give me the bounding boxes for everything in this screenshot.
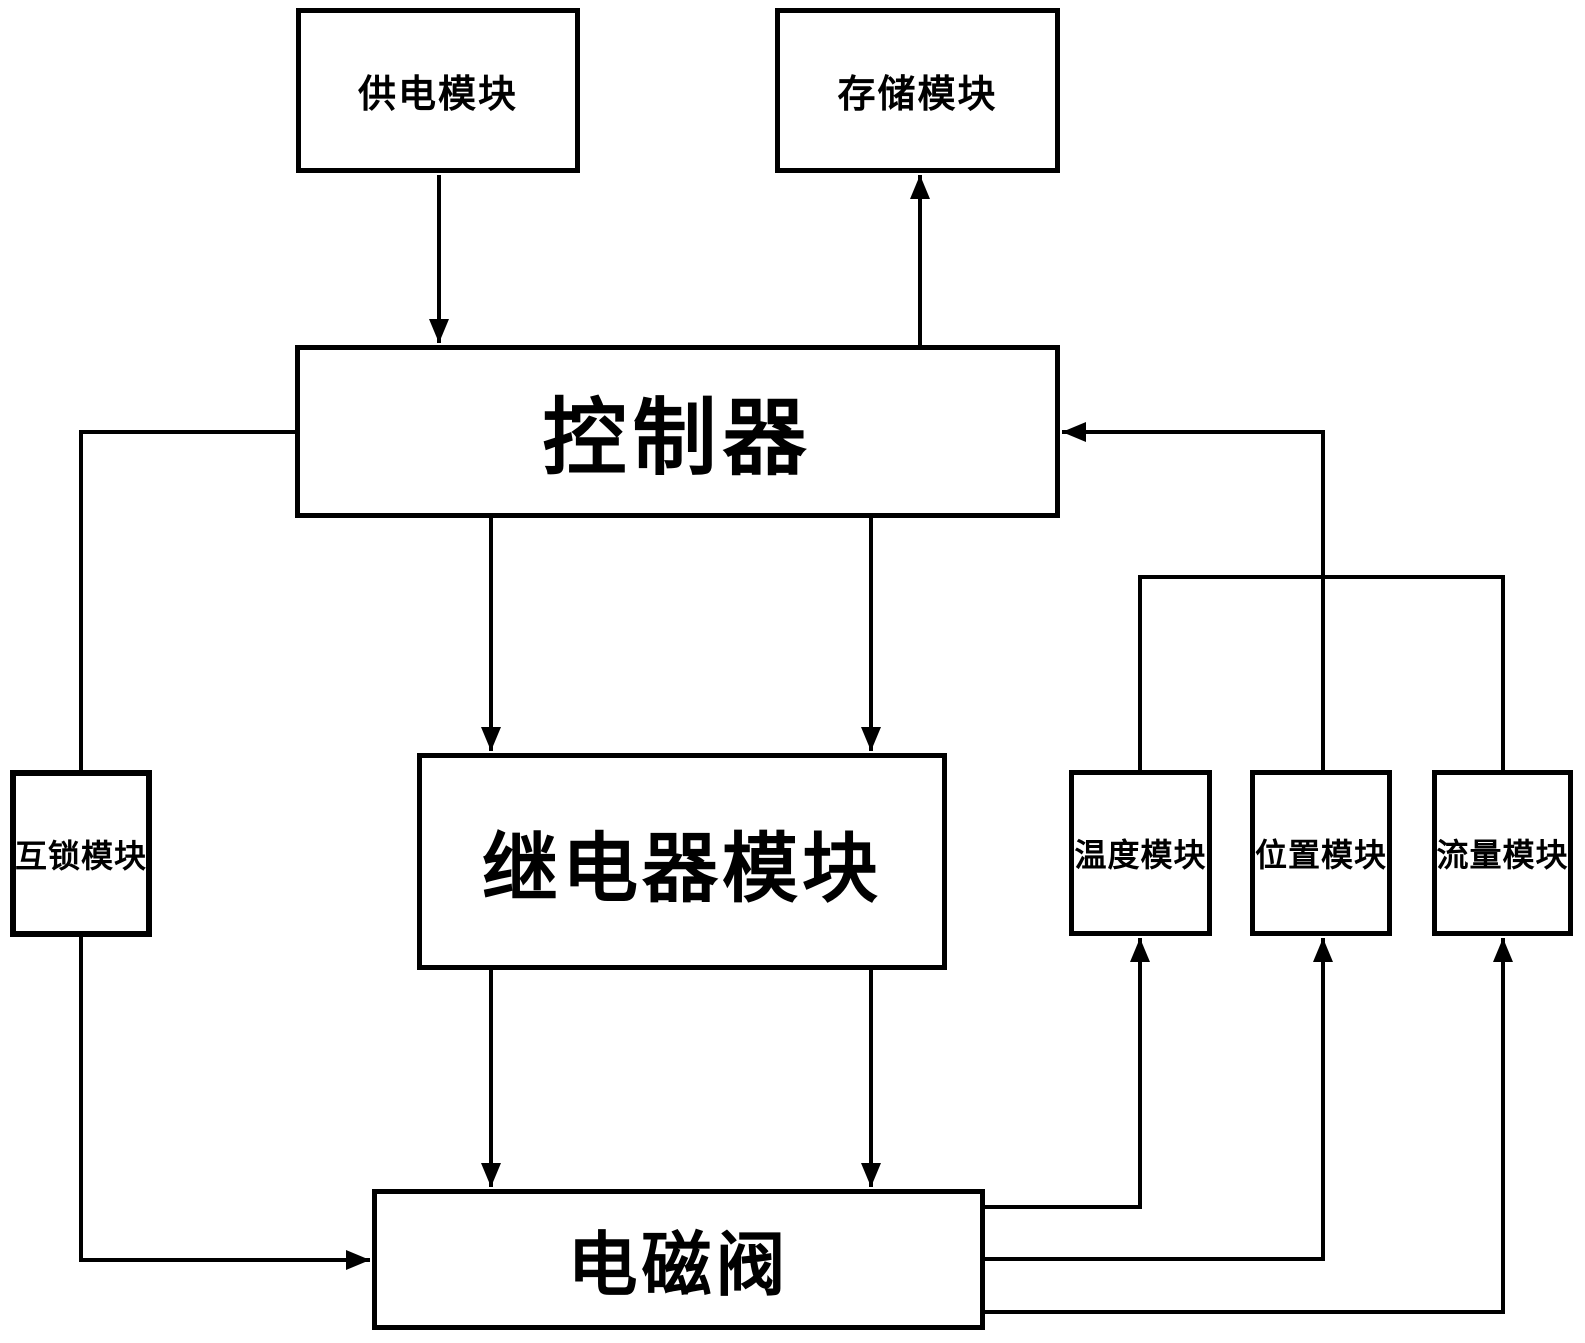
node-interlock-label: 互锁模块 [15, 836, 148, 875]
node-flow: 流量模块 [1432, 770, 1573, 936]
node-solenoid-valve-label: 电磁阀 [567, 1224, 790, 1306]
node-storage-label: 存储模块 [837, 72, 998, 116]
node-relay-label: 继电器模块 [482, 823, 882, 913]
connector-solenoid-to-temperature [983, 938, 1150, 1209]
node-position: 位置模块 [1250, 770, 1392, 936]
connector-interlock-to-solenoid [79, 935, 370, 1270]
node-solenoid-valve: 电磁阀 [372, 1189, 985, 1330]
node-storage: 存储模块 [775, 8, 1060, 173]
node-relay: 继电器模块 [417, 753, 947, 970]
node-power-supply-label: 供电模块 [357, 72, 518, 116]
connector-sensors-to-controller [1062, 422, 1325, 772]
connector-solenoid-to-flow [983, 938, 1513, 1314]
connector-controller-to-interlock [79, 430, 295, 772]
connector-solenoid-to-position [983, 938, 1333, 1261]
node-controller: 控制器 [295, 345, 1060, 518]
node-flow-label: 流量模块 [1436, 836, 1569, 874]
node-temperature: 温度模块 [1069, 770, 1212, 936]
node-controller-label: 控制器 [542, 389, 813, 487]
node-temperature-label: 温度模块 [1074, 836, 1207, 874]
node-position-label: 位置模块 [1255, 836, 1388, 874]
node-power-supply: 供电模块 [296, 8, 580, 173]
node-interlock: 互锁模块 [10, 770, 152, 937]
